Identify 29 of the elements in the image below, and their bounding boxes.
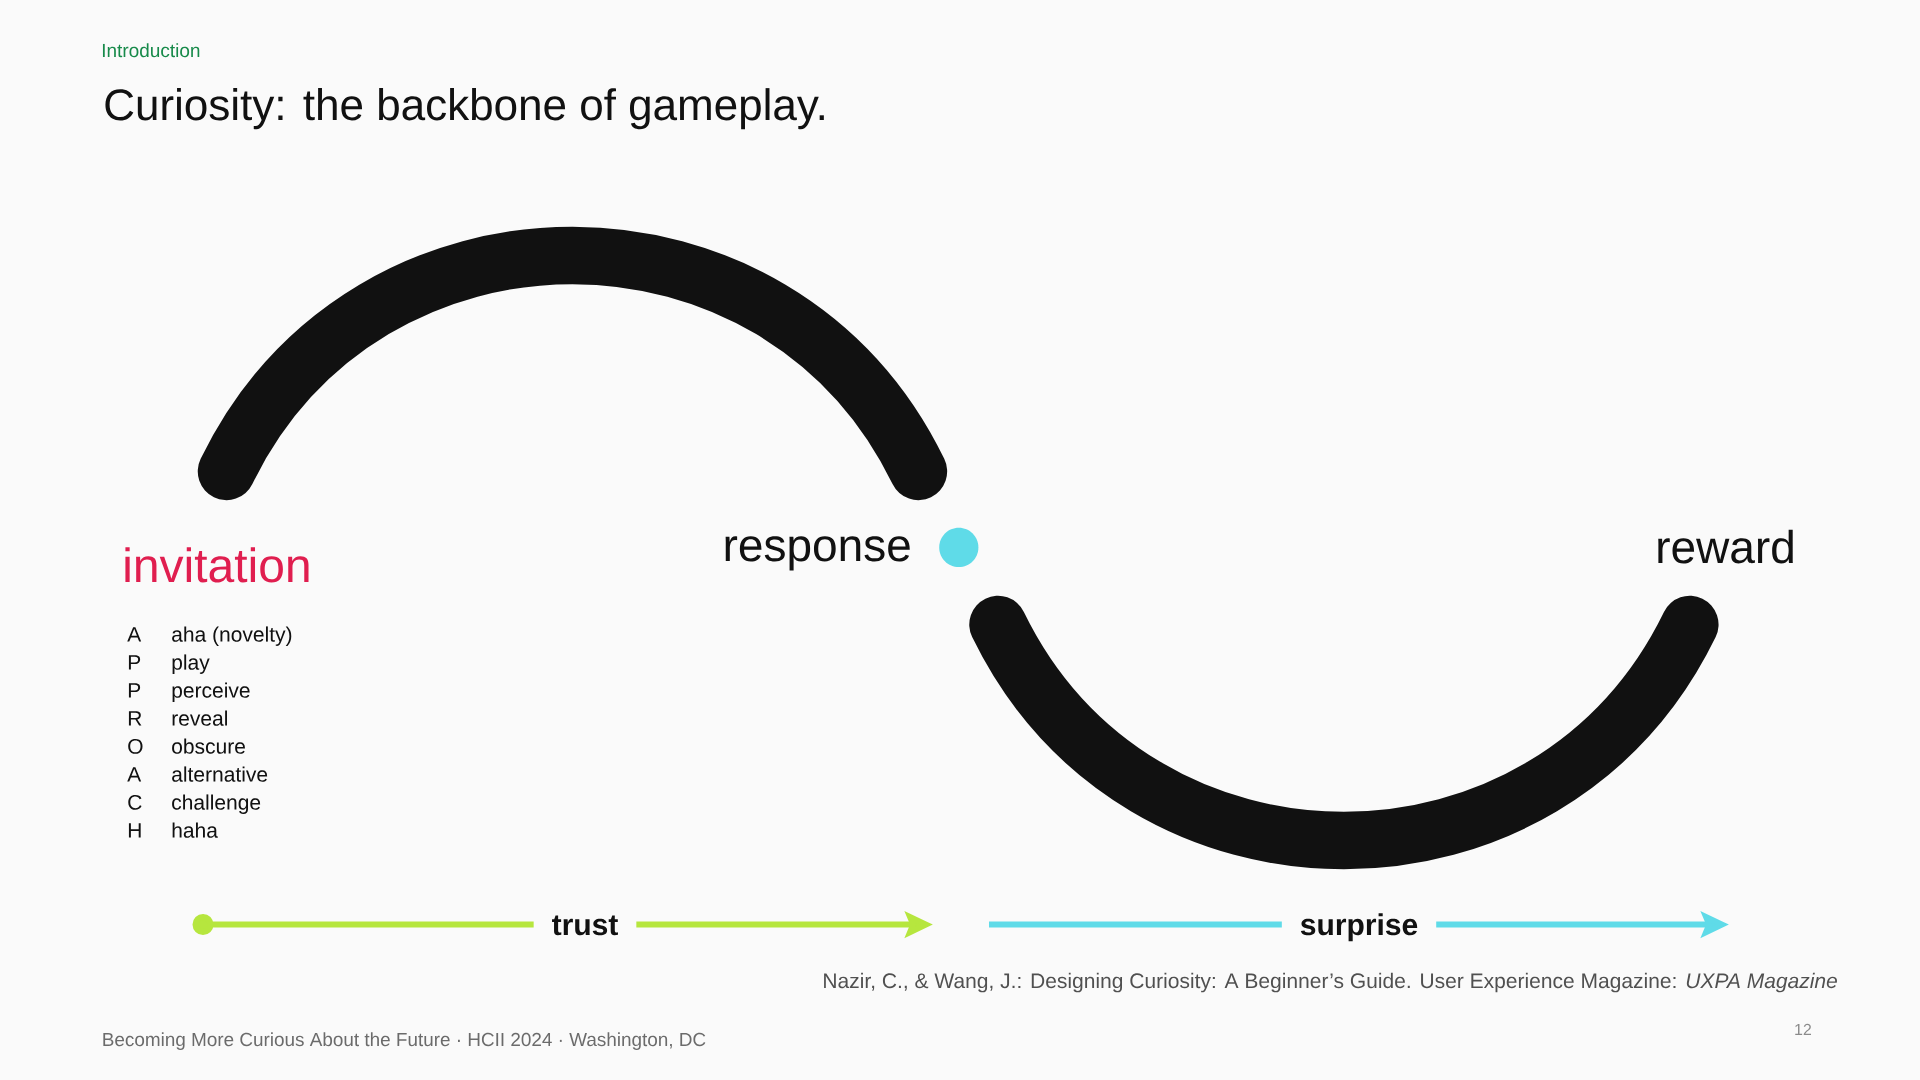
- arrow-label: surprise: [1281, 908, 1437, 947]
- list-item: reveal: [172, 710, 227, 726]
- page-number: 12: [1795, 1023, 1811, 1035]
- junction-dot: [939, 527, 979, 567]
- section-label: Introduction: [102, 43, 200, 58]
- arc: [969, 595, 1719, 870]
- slide-title: Curiosity: the backbone of gameplay.: [105, 88, 824, 130]
- list-item: challenge: [172, 794, 261, 814]
- list-letter: P: [128, 683, 141, 698]
- list-letter: A: [127, 767, 142, 782]
- list-letter: O: [128, 738, 143, 754]
- list-letter: A: [127, 627, 142, 642]
- stage-label: invitation: [125, 547, 309, 583]
- footer-text: Becoming More Curious About the Future · HCII 2024 · Washington, DC: [103, 1032, 706, 1050]
- list-item: aha (novelty): [172, 626, 292, 646]
- citation: Nazir, C., & Wang, J.: Designing Curiosity: A Beginner’s Guide. User Experience Magazine: UXPA Magazine: [824, 972, 1837, 993]
- list-letter: H: [128, 823, 141, 838]
- list-item: play: [172, 654, 210, 674]
- list-letter: C: [128, 794, 142, 810]
- arc: [197, 226, 948, 501]
- list-item: alternative: [172, 766, 268, 782]
- list-item: haha: [172, 822, 218, 838]
- list-item: obscure: [172, 738, 245, 754]
- list-letter: P: [128, 655, 141, 670]
- arrow-label: trust: [533, 910, 637, 941]
- stage-label: response: [725, 536, 910, 571]
- list-item: perceive: [172, 682, 250, 702]
- list-letter: R: [128, 711, 142, 726]
- stage-label: reward: [1658, 529, 1793, 564]
